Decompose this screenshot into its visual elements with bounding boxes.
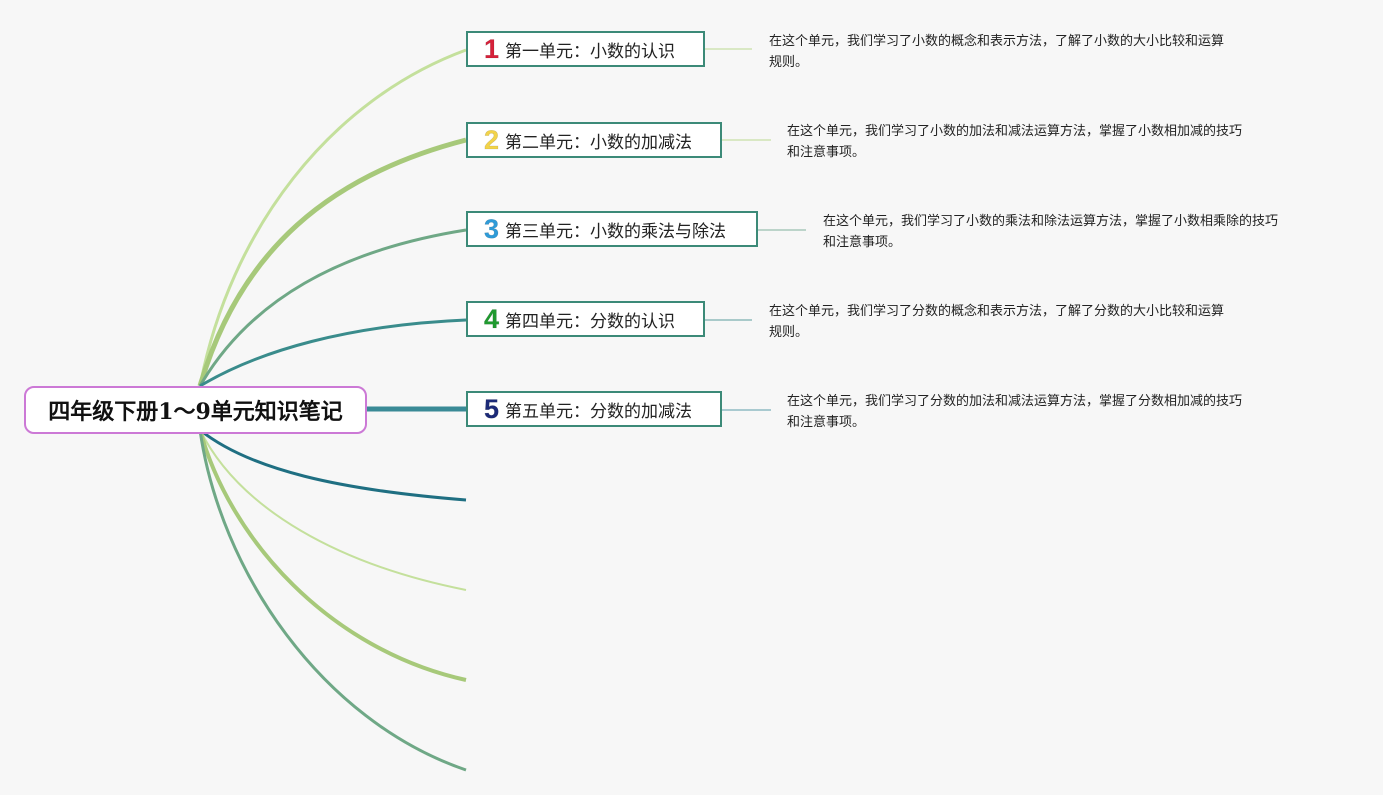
- note-unit-4[interactable]: 在这个单元，我们学习了分数的概念和表示方法，了解了分数的大小比较和运算 规则。: [769, 301, 1224, 343]
- note-line: 在这个单元，我们学习了分数的加法和减法运算方法，掌握了分数相加减的技巧: [787, 394, 1243, 409]
- number-1-icon: 1: [484, 33, 500, 64]
- note-line: 和注意事项。: [823, 235, 902, 250]
- number-5-icon: 5: [484, 393, 500, 424]
- note-line: 规则。: [769, 325, 809, 340]
- topic-unit-3[interactable]: 3 第三单元：小数的乘法与除法: [466, 211, 758, 247]
- note-line: 在这个单元，我们学习了小数的乘法和除法运算方法，掌握了小数相乘除的技巧: [823, 214, 1279, 229]
- branch-line-7: [199, 429, 467, 591]
- number-2-icon: 2: [484, 124, 500, 155]
- note-line: 在这个单元，我们学习了小数的概念和表示方法，了解了小数的大小比较和运算: [769, 34, 1225, 49]
- topic-label: 第五单元：分数的加减法: [505, 401, 693, 422]
- branch-line-6: [199, 428, 467, 502]
- note-line: 在这个单元，我们学习了小数的加法和减法运算方法，掌握了小数相加减的技巧: [787, 124, 1243, 139]
- note-unit-1[interactable]: 在这个单元，我们学习了小数的概念和表示方法，了解了小数的大小比较和运算 规则。: [769, 31, 1224, 73]
- topic-label: 第二单元：小数的加减法: [505, 132, 693, 153]
- note-line: 规则。: [769, 55, 809, 70]
- topic-unit-1[interactable]: 1 第一单元：小数的认识: [466, 31, 705, 67]
- topic-unit-5[interactable]: 5 第五单元：分数的加减法: [466, 391, 722, 427]
- topic-label: 第四单元：分数的认识: [505, 311, 676, 332]
- branch-line-3: [198, 228, 467, 387]
- branch-line-2: [197, 137, 467, 387]
- branch-line-4: [199, 318, 467, 388]
- note-line: 和注意事项。: [787, 145, 866, 160]
- topic-unit-2[interactable]: 2 第二单元：小数的加减法: [466, 122, 722, 158]
- note-unit-2[interactable]: 在这个单元，我们学习了小数的加法和减法运算方法，掌握了小数相加减的技巧 和注意事…: [787, 121, 1242, 163]
- topic-label: 第三单元：小数的乘法与除法: [505, 221, 727, 242]
- note-line: 在这个单元，我们学习了分数的概念和表示方法，了解了分数的大小比较和运算: [769, 304, 1225, 319]
- topic-unit-4[interactable]: 4 第四单元：分数的认识: [466, 301, 705, 337]
- branch-line-1: [198, 48, 467, 387]
- note-unit-5[interactable]: 在这个单元，我们学习了分数的加法和减法运算方法，掌握了分数相加减的技巧 和注意事…: [787, 391, 1242, 433]
- number-4-icon: 4: [484, 303, 500, 334]
- number-3-icon: 3: [484, 213, 500, 244]
- topic-label: 第一单元：小数的认识: [505, 41, 676, 62]
- branch-line-8: [198, 429, 467, 682]
- note-unit-3[interactable]: 在这个单元，我们学习了小数的乘法和除法运算方法，掌握了小数相乘除的技巧 和注意事…: [823, 211, 1278, 253]
- root-topic[interactable]: 四年级下册1～9单元知识笔记: [24, 386, 367, 434]
- note-line: 和注意事项。: [787, 415, 866, 430]
- branch-line-9: [198, 429, 467, 772]
- root-title: 四年级下册1～9单元知识笔记: [48, 399, 343, 425]
